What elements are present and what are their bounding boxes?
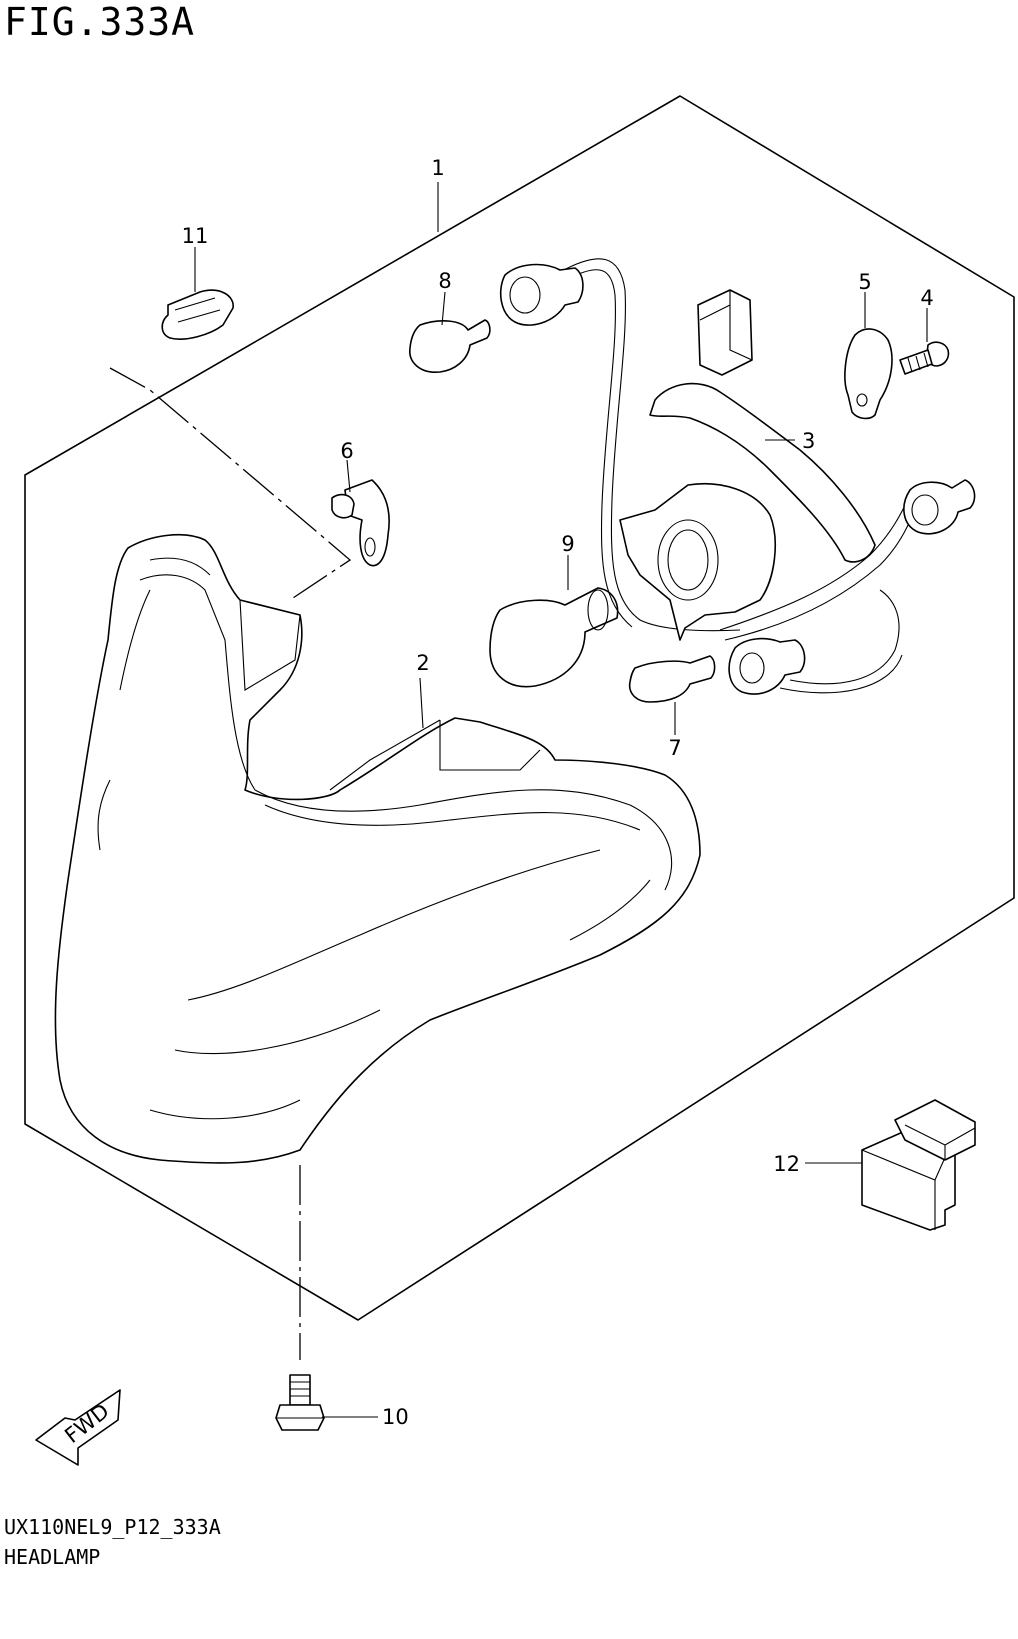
callout-9: 9 xyxy=(561,532,574,556)
relay-part-12-drawing xyxy=(861,1099,976,1231)
figure-title: FIG.333A xyxy=(4,0,196,44)
callout-3: 3 xyxy=(802,429,815,453)
leader-6 xyxy=(346,459,351,493)
clamp-part-5-drawing xyxy=(844,328,893,420)
callout-1: 1 xyxy=(431,156,444,180)
bulb-part-7-drawing xyxy=(628,655,716,703)
drawing-code: UX110NEL9_P12_333A xyxy=(4,1515,221,1539)
callout-10: 10 xyxy=(382,1405,409,1429)
wiring-harness-part-3-drawing xyxy=(499,258,976,695)
leader-8 xyxy=(441,291,446,326)
callout-4: 4 xyxy=(920,286,933,310)
callout-11: 11 xyxy=(182,224,209,248)
lens-housing-drawing xyxy=(54,533,701,1164)
bulb-part-9-drawing xyxy=(489,587,619,688)
clip-part-6-drawing xyxy=(331,479,390,567)
screw-part-4-drawing xyxy=(899,341,950,375)
clip-part-11-drawing xyxy=(161,289,234,340)
leader-2 xyxy=(419,677,424,729)
callout-2: 2 xyxy=(416,651,429,675)
callout-8: 8 xyxy=(438,269,451,293)
alignment-line-clip xyxy=(109,367,352,601)
bulb-part-8-drawing xyxy=(409,319,491,373)
assembly-name: HEADLAMP xyxy=(4,1545,101,1569)
callout-5: 5 xyxy=(858,270,871,294)
assembly-outline xyxy=(24,95,1015,1321)
callout-12: 12 xyxy=(773,1152,800,1176)
bolt-part-10-drawing xyxy=(275,1374,325,1431)
callout-7: 7 xyxy=(668,736,681,760)
fwd-direction-arrow: FWD xyxy=(35,1389,121,1466)
callout-6: 6 xyxy=(340,439,353,463)
